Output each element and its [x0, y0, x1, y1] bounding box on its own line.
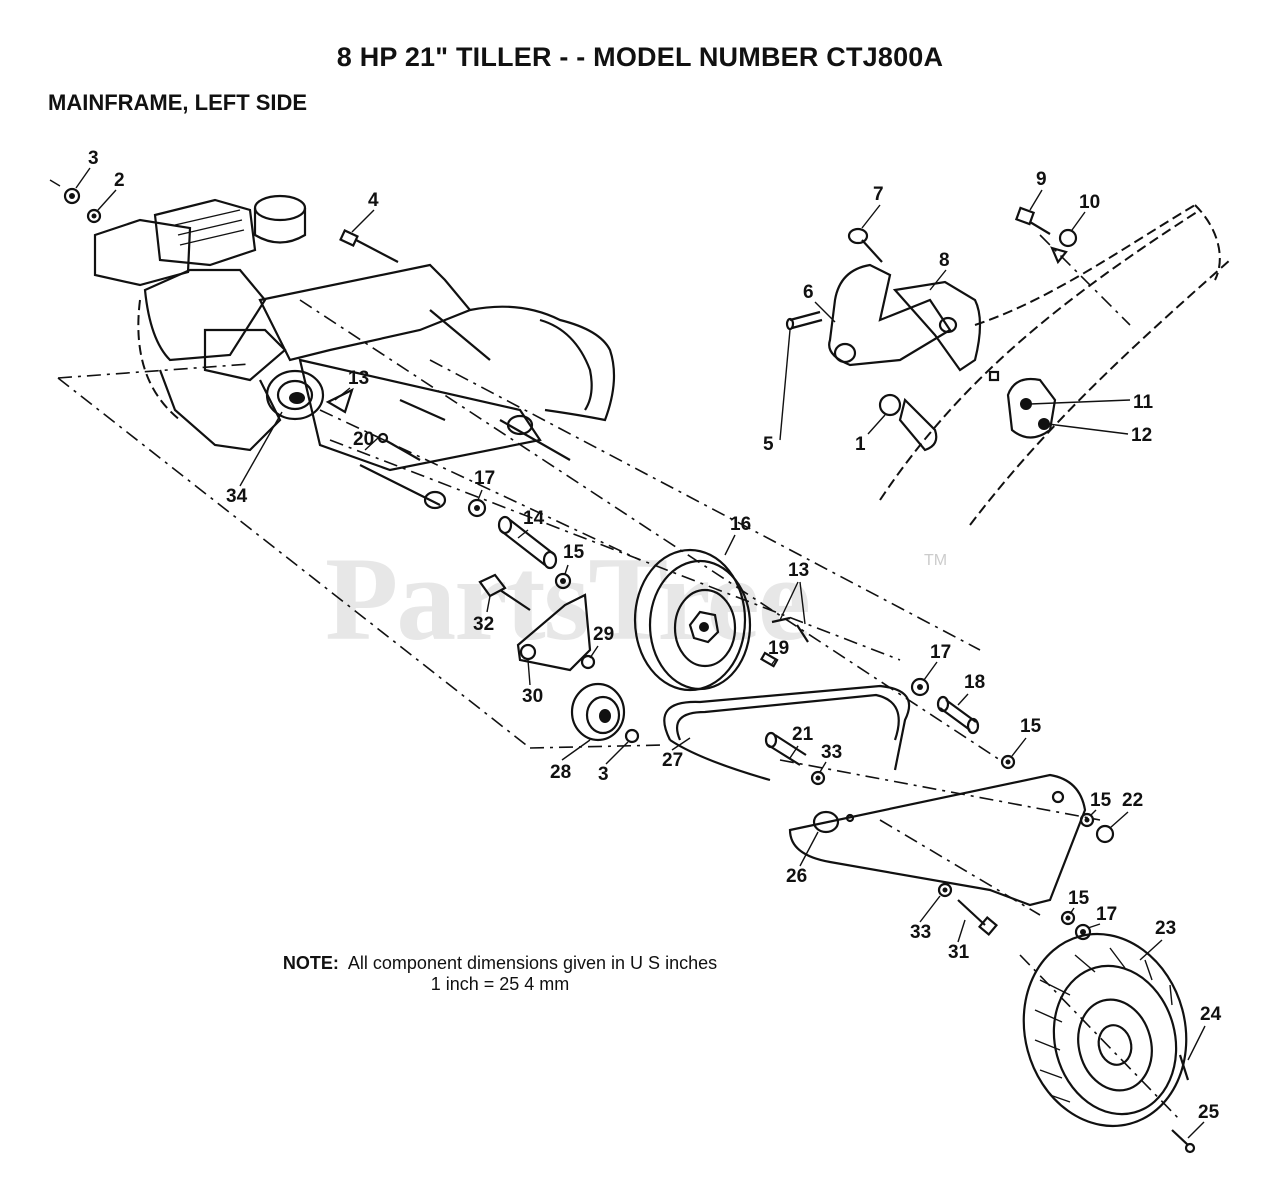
mainframe	[258, 263, 616, 510]
washer-33-lower	[937, 882, 953, 898]
nut-17-lower	[1074, 923, 1092, 941]
bolt-4	[339, 229, 399, 263]
key-19	[759, 651, 779, 668]
clip-25	[1171, 1129, 1196, 1154]
callout-25: 25	[1198, 1102, 1220, 1123]
callout-27: 27	[662, 750, 683, 771]
callout-15-upper: 15	[563, 542, 585, 563]
pin-5	[785, 310, 823, 331]
note-line-2: 1 inch = 25 4 mm	[430, 974, 570, 994]
callout-5: 5	[763, 434, 774, 455]
callout-34: 34	[226, 486, 248, 507]
callout-13-upper: 13	[348, 368, 369, 389]
callout-6: 6	[803, 282, 814, 303]
washer-15-upper	[554, 572, 572, 590]
dimension-note: NOTE: All component dimensions given in …	[180, 953, 820, 995]
spacer-14	[497, 515, 558, 570]
callout-22: 22	[1122, 790, 1143, 811]
callout-7: 7	[873, 184, 884, 205]
bolt-32	[478, 573, 531, 611]
callout-12: 12	[1131, 425, 1152, 446]
bolt-31	[957, 899, 999, 937]
callout-4: 4	[368, 190, 379, 211]
callout-17-upper: 17	[474, 468, 495, 489]
callout-2: 2	[114, 170, 125, 191]
knob-1	[878, 393, 938, 452]
callout-labels: 3 2 4 7 9 10 8 6 13 11 12 5 1 20 17 34 1…	[88, 148, 1222, 1123]
callout-9: 9	[1036, 169, 1047, 190]
callout-31: 31	[948, 942, 970, 963]
watermark-logo: PartsTree	[325, 532, 811, 665]
engine-assembly	[93, 194, 307, 452]
nut-10	[1050, 228, 1078, 265]
callout-26: 26	[786, 866, 807, 887]
hardware-2-3	[49, 179, 102, 224]
note-label: NOTE:	[282, 953, 339, 973]
callout-29: 29	[593, 624, 614, 645]
callout-32: 32	[473, 614, 494, 635]
leader-lines	[75, 167, 1206, 1139]
spacer-21	[764, 731, 807, 766]
callout-13-lower: 13	[788, 560, 809, 581]
callout-15-right: 15	[1090, 790, 1112, 811]
diagram-title: 8 HP 21" TILLER - - MODEL NUMBER CTJ800A	[336, 42, 944, 72]
callout-3: 3	[88, 148, 99, 169]
callout-18: 18	[964, 672, 985, 693]
bearing-34	[265, 369, 325, 421]
belt-27	[663, 684, 911, 782]
washer-15-right	[1079, 812, 1095, 828]
callout-3-lower: 3	[598, 764, 609, 785]
callout-17-lower: 17	[1096, 904, 1117, 925]
washer-15-mid	[1000, 754, 1016, 770]
belt-guard-26	[788, 773, 1087, 907]
idler-pulley-28	[570, 682, 640, 744]
callout-23: 23	[1155, 918, 1176, 939]
callout-33-lower: 33	[910, 922, 931, 943]
washer-15-lower	[1060, 910, 1076, 926]
wheel-23	[1022, 932, 1188, 1128]
callout-20: 20	[353, 429, 374, 450]
callout-17-mid: 17	[930, 642, 951, 663]
callout-16: 16	[730, 514, 751, 535]
cap-22	[1095, 824, 1115, 844]
callout-21: 21	[792, 724, 814, 745]
section-subtitle: MAINFRAME, LEFT SIDE	[48, 90, 308, 115]
callout-28: 28	[550, 762, 571, 783]
callout-11: 11	[1133, 392, 1154, 413]
callout-15-lower: 15	[1068, 888, 1090, 909]
callout-1: 1	[855, 434, 866, 455]
callout-30: 30	[522, 686, 543, 707]
drive-pulley-16	[633, 548, 752, 692]
spacer-18	[936, 695, 980, 735]
watermark-tm: TM	[924, 552, 948, 569]
callout-33-upper: 33	[821, 742, 842, 763]
callout-15-mid: 15	[1020, 716, 1042, 737]
bolt-7	[847, 227, 883, 263]
set-screws-13	[771, 616, 809, 643]
pin-24	[1178, 1054, 1190, 1081]
washer-33-upper	[810, 770, 826, 786]
callout-8: 8	[939, 250, 950, 271]
nut-17-upper	[467, 498, 487, 518]
nut-17-mid	[910, 677, 930, 697]
idler-bracket-29	[516, 593, 596, 672]
bolt-9	[1014, 206, 1051, 235]
callout-19: 19	[768, 638, 789, 659]
callout-14: 14	[523, 508, 545, 529]
callout-24: 24	[1200, 1004, 1222, 1025]
bracket-6	[828, 263, 952, 367]
note-line-1: All component dimensions given in U S in…	[347, 953, 718, 973]
bracket-11-12	[1006, 377, 1057, 439]
cover-8	[892, 280, 1000, 382]
callout-10: 10	[1079, 192, 1100, 213]
